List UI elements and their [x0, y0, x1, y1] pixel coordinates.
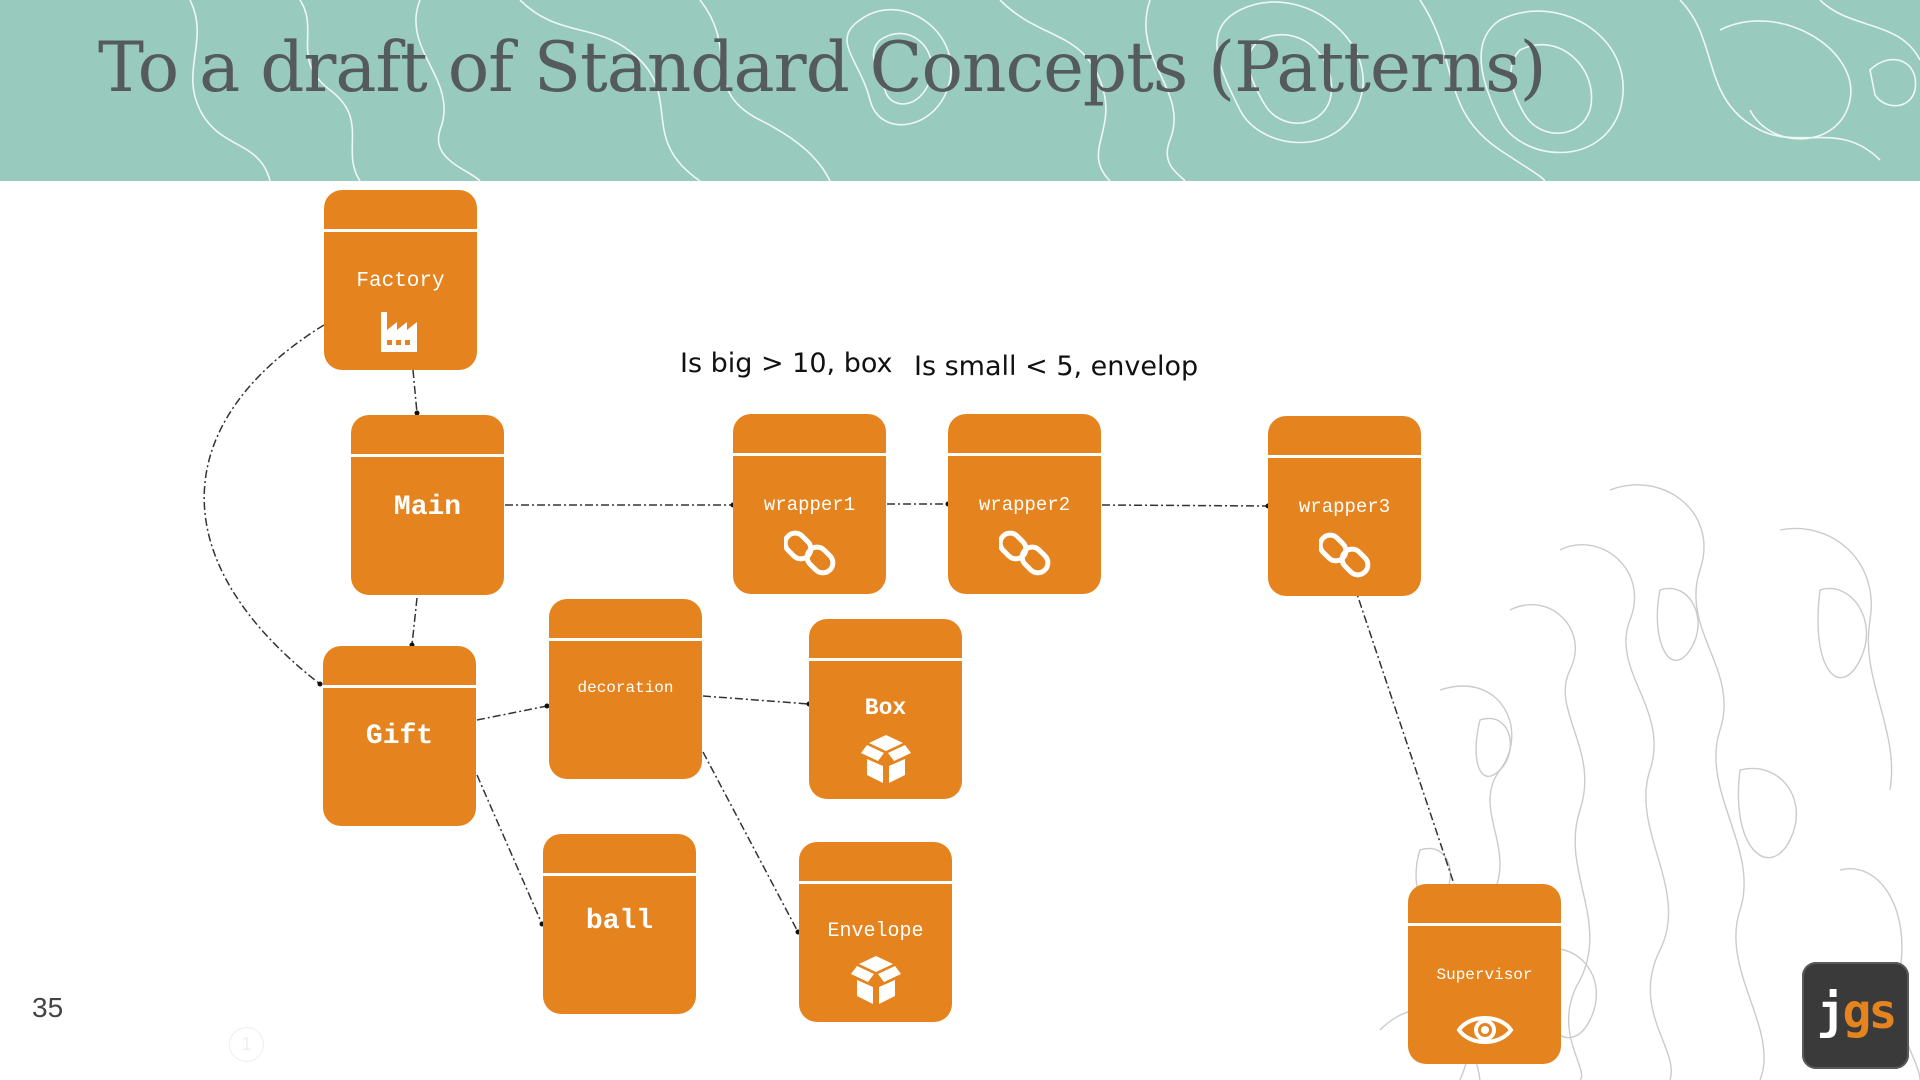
node-label: ball	[585, 906, 654, 937]
node-envelope[interactable]: Envelope	[799, 842, 952, 1022]
title-banner: To a draft of Standard Concepts (Pattern…	[0, 0, 1920, 181]
logo-text: jgs	[1816, 984, 1898, 1040]
connector-factory-gift	[203, 324, 325, 685]
connector-gift-decoration	[476, 705, 548, 721]
node-label: decoration	[577, 679, 674, 697]
chain-link-icon	[1317, 528, 1371, 585]
slide-title: To a draft of Standard Concepts (Pattern…	[98, 28, 1547, 108]
node-divider	[948, 453, 1101, 456]
node-gift[interactable]: Gift	[323, 646, 476, 826]
node-divider	[1408, 923, 1561, 926]
node-label: Main	[393, 492, 462, 523]
node-divider	[799, 881, 952, 884]
node-decoration[interactable]: decoration	[549, 599, 702, 779]
connector-decoration-box	[702, 695, 810, 705]
node-ball[interactable]: ball	[543, 834, 696, 1014]
package-icon	[859, 733, 913, 790]
node-divider	[324, 229, 477, 232]
node-main[interactable]: Main	[351, 415, 504, 595]
node-label: wrapper2	[978, 494, 1071, 516]
package-icon	[849, 954, 903, 1011]
connector-wrapper2-wrapper3	[1101, 504, 1269, 507]
node-wrapper1[interactable]: wrapper1	[733, 414, 886, 594]
connector-main-gift	[411, 597, 418, 646]
node-label: Factory	[356, 270, 445, 293]
eye-icon	[1456, 1012, 1514, 1053]
node-label: wrapper3	[1298, 496, 1391, 518]
node-divider	[543, 873, 696, 876]
jgs-logo: jgs	[1802, 962, 1909, 1069]
node-label: Gift	[365, 721, 434, 752]
node-wrapper2[interactable]: wrapper2	[948, 414, 1101, 594]
factory-icon	[379, 310, 423, 357]
node-factory[interactable]: Factory	[324, 190, 477, 370]
connector-gift-ball	[476, 774, 543, 925]
connector-wrapper3-supervisor	[1353, 584, 1455, 885]
node-divider	[733, 453, 886, 456]
node-box[interactable]: Box	[809, 619, 962, 799]
slide-number: 35	[32, 992, 64, 1023]
node-label: Supervisor	[1436, 966, 1533, 984]
node-label: wrapper1	[763, 494, 856, 516]
corner-mark: 1	[229, 1027, 264, 1062]
node-supervisor[interactable]: Supervisor	[1408, 884, 1561, 1064]
topographic-decoration	[1379, 484, 1920, 1080]
node-divider	[323, 685, 476, 688]
connector-factory-main	[412, 369, 418, 414]
node-divider	[351, 454, 504, 457]
node-label: Envelope	[827, 920, 924, 943]
rule-small-annotation: Is small < 5, envelop	[914, 351, 1199, 382]
node-divider	[809, 658, 962, 661]
chain-link-icon	[997, 526, 1051, 583]
rule-big-annotation: Is big > 10, box	[680, 348, 893, 379]
chain-link-icon	[782, 526, 836, 583]
connector-decoration-envelope	[702, 751, 799, 933]
node-label: Box	[864, 695, 907, 721]
node-wrapper3[interactable]: wrapper3	[1268, 416, 1421, 596]
node-divider	[1268, 455, 1421, 458]
topographic-pattern	[189, 0, 1920, 181]
node-divider	[549, 638, 702, 641]
